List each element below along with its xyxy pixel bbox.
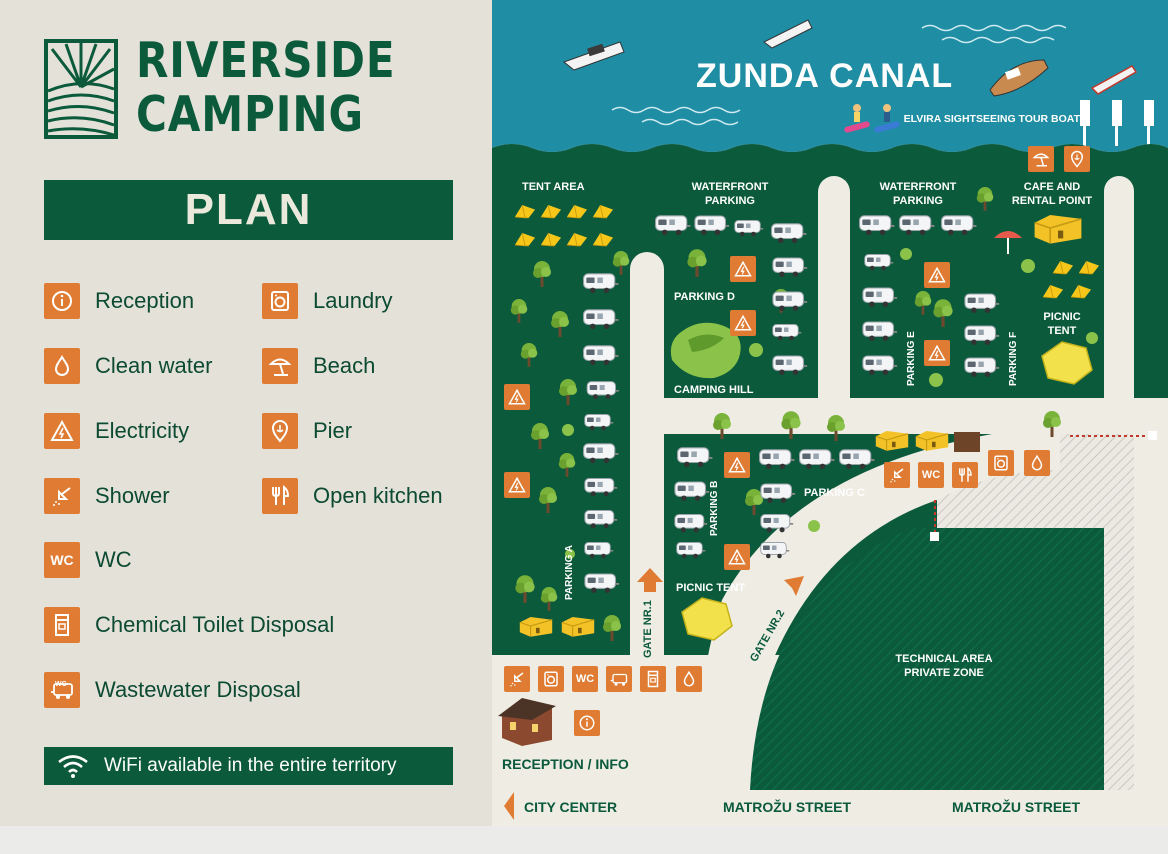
- wc-icon: WC: [44, 542, 80, 578]
- legend-item-wc: WC WC: [44, 541, 132, 579]
- beach-umbrella-icon: [262, 348, 298, 384]
- picnic-tent-label: PICNIC TENT: [1043, 311, 1081, 337]
- legend-item-open-kitchen: Open kitchen: [262, 477, 443, 515]
- reception-label: RECEPTION / INFO: [502, 756, 629, 772]
- kitchen-icon: [262, 478, 298, 514]
- legend-item-shower: Shower: [44, 477, 170, 515]
- parking-f-label: PARKING F: [1008, 331, 1019, 386]
- technical-area-label: TECHNICAL AREA PRIVATE ZONE: [895, 653, 993, 679]
- legend-panel: RIVERSIDE CAMPING PLAN Reception Laundry…: [0, 0, 492, 826]
- legend-item-laundry: Laundry: [262, 282, 393, 320]
- parking-c-label: PARKING C: [804, 487, 865, 499]
- wifi-icon: [58, 755, 88, 778]
- laundry-icon: [262, 283, 298, 319]
- electricity-icon: [44, 413, 80, 449]
- tent-area-label: TENT AREA: [522, 181, 585, 193]
- wastewater-icon: [606, 666, 632, 692]
- riverside-logo-icon: [44, 39, 118, 139]
- brand-title-line2: CAMPING: [136, 86, 364, 143]
- legend-item-wastewater: WC Wastewater Disposal: [44, 671, 301, 709]
- info-icon: [44, 283, 80, 319]
- picnic-tent-label: PICNIC TENT: [676, 582, 746, 594]
- tour-boat-label: ELVIRA SIGHTSEEING TOUR BOAT: [903, 113, 1080, 125]
- legend-item-electricity: Electricity: [44, 412, 189, 450]
- electricity-icon: [924, 340, 950, 366]
- electricity-icon: [504, 384, 530, 410]
- wastewater-icon: WC: [44, 672, 80, 708]
- shower-icon: [504, 666, 530, 692]
- legend-item-clean-water: Clean water: [44, 347, 212, 385]
- street-label: MATROŽU STREET: [723, 799, 852, 815]
- canal-label: ZUNDA CANAL: [696, 57, 954, 95]
- electricity-icon: [924, 262, 950, 288]
- water-drop-icon: [676, 666, 702, 692]
- shower-icon: [44, 478, 80, 514]
- parking-e-label: PARKING E: [906, 331, 917, 386]
- shower-icon: [884, 462, 910, 488]
- pier-pin-icon: [262, 413, 298, 449]
- map-canvas: [492, 0, 1168, 826]
- water-drop-icon: [44, 348, 80, 384]
- chemical-toilet-icon: [640, 666, 666, 692]
- wc-icon: WC: [918, 462, 944, 488]
- waterfront-parking-label: WATERFRONT PARKING: [879, 181, 957, 207]
- city-center-label: CITY CENTER: [524, 799, 618, 815]
- legend-item-reception: Reception: [44, 282, 194, 320]
- camping-map: ZUNDA CANAL ELVIRA SIGHTSEEING TOUR BOAT…: [492, 0, 1168, 826]
- parking-a-label: PARKING A: [564, 545, 575, 600]
- brand-title-line1: RIVERSIDE: [136, 32, 396, 89]
- chemical-toilet-icon: [44, 607, 80, 643]
- plan-heading: PLAN: [44, 180, 453, 240]
- electricity-icon: [730, 310, 756, 336]
- electricity-icon: [730, 256, 756, 282]
- cafe-rental-label: CAFE AND RENTAL POINT: [1011, 181, 1093, 207]
- electricity-icon: [724, 544, 750, 570]
- parking-d-label: PARKING D: [674, 291, 735, 303]
- legend-item-pier: Pier: [262, 412, 352, 450]
- legend-item-beach: Beach: [262, 347, 375, 385]
- laundry-icon: [538, 666, 564, 692]
- street-label: MATROŽU STREET: [952, 799, 1081, 815]
- wc-icon: WC: [572, 666, 598, 692]
- camping-hill-label: CAMPING HILL: [674, 384, 754, 396]
- wifi-banner: WiFi available in the entire territory: [44, 747, 453, 785]
- laundry-icon: [988, 450, 1014, 476]
- water-drop-icon: [1024, 450, 1050, 476]
- waterfront-parking-label: WATERFRONT PARKING: [691, 181, 769, 207]
- electricity-icon: [724, 452, 750, 478]
- gate-1-label: GATE NR.1: [642, 600, 654, 658]
- legend-item-chemical-toilet: Chemical Toilet Disposal: [44, 606, 334, 644]
- kitchen-icon: [952, 462, 978, 488]
- beach-umbrella-icon: [1028, 146, 1054, 172]
- pier-pin-icon: [1064, 146, 1090, 172]
- parking-b-label: PARKING B: [709, 480, 720, 536]
- electricity-icon: [504, 472, 530, 498]
- info-icon: [574, 710, 600, 736]
